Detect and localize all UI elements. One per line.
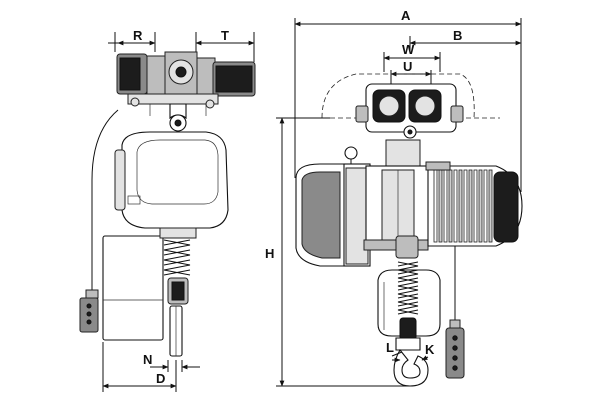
dimension-a: A	[294, 8, 522, 46]
side-control-box	[102, 235, 164, 341]
front-beam-outline	[321, 73, 475, 119]
side-hoist-body	[114, 131, 229, 229]
motor-fin	[483, 169, 488, 243]
front-eye-bolt	[344, 146, 358, 166]
motor-fin	[448, 169, 453, 243]
dimension-h: H	[265, 117, 410, 387]
dim-label-l: L	[386, 340, 394, 355]
front-trolley	[355, 83, 464, 139]
motor-fin	[453, 169, 458, 243]
dim-label-k: K	[425, 342, 435, 357]
front-gearbox	[295, 163, 380, 267]
motor-fin	[438, 169, 443, 243]
side-trolley	[116, 51, 256, 116]
dimension-b: B	[409, 28, 522, 52]
dim-label-w: W	[402, 42, 415, 57]
motor-fin	[478, 169, 483, 243]
motor-fin	[433, 169, 438, 243]
dim-label-u: U	[403, 59, 412, 74]
motor-fin	[463, 169, 468, 243]
motor-fin	[458, 169, 463, 243]
front-hook	[391, 337, 429, 387]
dim-label-d: D	[156, 371, 165, 386]
motor-fin	[488, 169, 493, 243]
dimension-t: T	[195, 28, 255, 62]
dimension-d: D	[102, 342, 177, 392]
dimension-r: R	[108, 28, 156, 52]
motor-fin	[473, 169, 478, 243]
front-view: A B W U	[265, 8, 523, 387]
front-chain-bag	[377, 269, 441, 337]
motor-fin	[443, 169, 448, 243]
dim-label-h: H	[265, 246, 274, 261]
front-motor-fins	[433, 169, 493, 243]
side-pendant	[79, 289, 99, 333]
dim-label-b: B	[453, 28, 462, 43]
dim-label-a: A	[401, 8, 411, 23]
side-pendant-cable	[91, 109, 119, 290]
motor-fin	[468, 169, 473, 243]
dim-label-t: T	[221, 28, 229, 43]
dim-label-r: R	[133, 28, 143, 43]
dim-label-n: N	[143, 352, 152, 367]
side-chain-spring	[159, 227, 197, 357]
dimension-u: U	[390, 59, 432, 84]
side-view: R T	[79, 28, 256, 392]
front-pendant	[445, 319, 465, 379]
front-suspension	[385, 139, 421, 167]
dimension-w: W	[383, 42, 441, 72]
side-suspension	[169, 103, 187, 132]
front-motor	[425, 161, 523, 247]
dimension-n: N	[143, 352, 200, 372]
